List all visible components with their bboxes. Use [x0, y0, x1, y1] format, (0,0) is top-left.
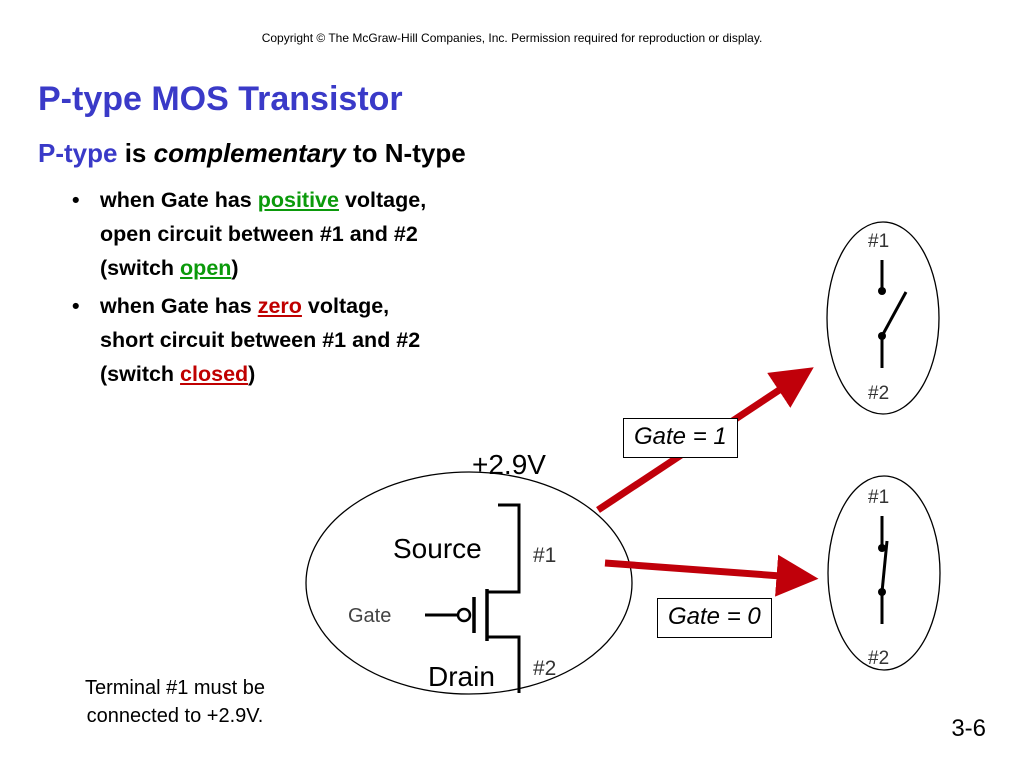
bullet-list: • when Gate has positive voltage, open c…: [62, 183, 582, 395]
pmos-symbol: [425, 503, 521, 693]
closed-switch-contact: [878, 544, 886, 552]
page-number: 3-6: [951, 715, 986, 742]
source-label: Source: [393, 533, 482, 564]
bullet-text: (switch: [100, 362, 181, 386]
terminal-note: Terminal #1 must be connected to +2.9V.: [40, 674, 310, 730]
bullet-text: open circuit between #1 and #2: [100, 222, 418, 246]
positive-word: positive: [257, 188, 339, 212]
subtitle-ptype: P-type: [38, 138, 118, 168]
supply-voltage-label: +2.9V: [472, 449, 546, 480]
zero-word: zero: [257, 294, 302, 318]
note-line-1: Terminal #1 must be: [84, 677, 266, 699]
bullet-text: (switch: [100, 256, 181, 280]
bullet-text: ): [248, 362, 256, 386]
open-switch-ellipse: [826, 221, 940, 415]
open-switch: [826, 221, 940, 415]
closed-switch-terminal-2: #2: [868, 648, 889, 669]
slide-title: P-type MOS Transistor: [38, 80, 403, 118]
bullet-positive: • when Gate has positive voltage, open c…: [62, 183, 582, 285]
gate-0-box: Gate = 0: [657, 598, 772, 638]
subtitle-complementary: complementary: [153, 138, 346, 168]
drain-lead: [488, 635, 521, 693]
closed-switch: [827, 475, 941, 671]
open-switch-terminal-1: #1: [868, 231, 889, 252]
closed-switch-blade: [880, 540, 889, 593]
terminal-1-label: #1: [533, 544, 556, 567]
open-switch-contact: [878, 287, 886, 295]
closed-switch-terminal-1: #1: [868, 487, 889, 508]
slide-subtitle: P-type is complementary to N-type: [38, 138, 466, 169]
transistor-ellipse: [305, 471, 633, 695]
note-line-2: connected to +2.9V.: [86, 705, 264, 727]
gate-bubble: [456, 607, 472, 623]
arrow-to-closed-switch: [604, 554, 819, 597]
bullet-text: when Gate has: [100, 294, 258, 318]
subtitle-is: is: [117, 138, 154, 168]
source-lead: [488, 503, 521, 594]
open-switch-blade: [880, 291, 908, 337]
closed-switch-ellipse: [827, 475, 941, 671]
terminal-2-label: #2: [533, 657, 556, 680]
bullet-marker: •: [72, 294, 80, 318]
bullet-text: voltage,: [301, 294, 390, 318]
open-switch-terminal-2: #2: [868, 383, 889, 404]
bullet-marker: •: [72, 188, 80, 212]
drain-label: Drain: [428, 661, 495, 692]
gate-1-box: Gate = 1: [623, 418, 738, 458]
bullet-text: ): [231, 256, 239, 280]
gate-label: Gate: [348, 605, 391, 627]
copyright-notice: Copyright © The McGraw-Hill Companies, I…: [261, 31, 763, 45]
closed-word: closed: [180, 362, 249, 386]
bullet-text: voltage,: [338, 188, 427, 212]
bullet-text: short circuit between #1 and #2: [100, 328, 421, 352]
bullet-text: when Gate has: [100, 188, 258, 212]
bullet-zero: • when Gate has zero voltage, short circ…: [62, 289, 582, 391]
subtitle-ntype: to N-type: [345, 138, 466, 168]
open-word: open: [180, 256, 232, 280]
